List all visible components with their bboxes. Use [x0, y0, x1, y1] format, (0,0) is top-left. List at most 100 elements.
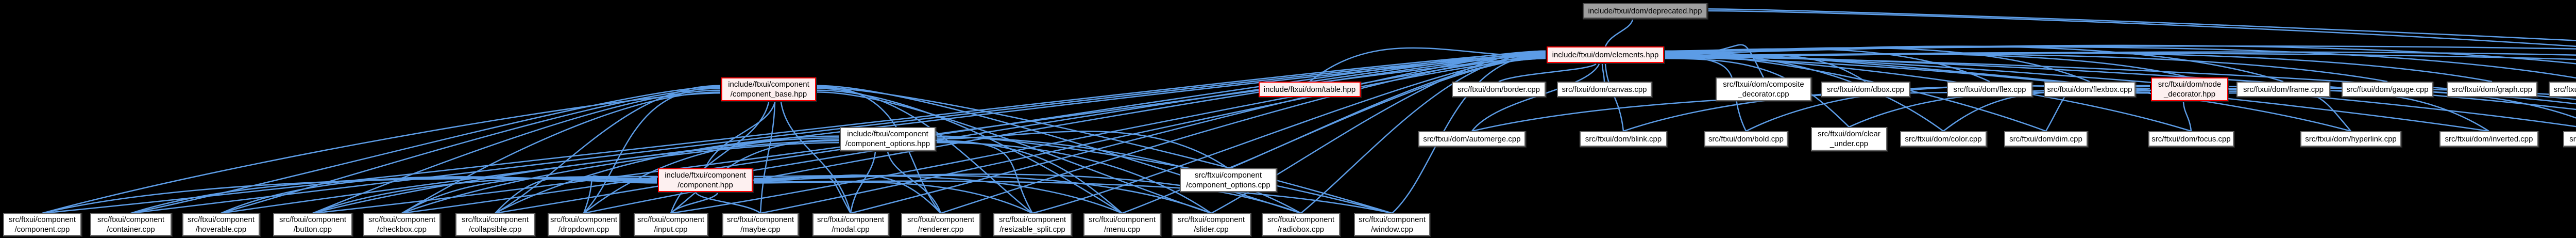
graph-node-color[interactable]: src/ftxui/dom/color.cpp: [1900, 131, 1987, 147]
graph-node-gauge[interactable]: src/ftxui/dom/gauge.cpp: [2342, 82, 2433, 97]
graph-node-ele[interactable]: include/ftxui/dom/elements.hpp: [1547, 46, 1664, 63]
graph-node-clearunder[interactable]: src/ftxui/dom/clear _under.cpp: [1811, 127, 1887, 151]
graph-node-dim[interactable]: src/ftxui/dom/dim.cpp: [2004, 131, 2088, 147]
graph-node-graph[interactable]: src/ftxui/dom/graph.cpp: [2447, 82, 2537, 97]
include-edge-scrollindicator-ele: [1665, 56, 2576, 100]
graph-node-c_renderer[interactable]: src/ftxui/component /renderer.cpp: [901, 213, 980, 236]
graph-node-label: src/ftxui/dom/graph.cpp: [2452, 85, 2532, 94]
include-edge-c_window-ele: [1392, 54, 1546, 214]
graph-node-label: src/ftxui/dom/flex.cpp: [1953, 85, 2026, 94]
graph-node-c_input[interactable]: src/ftxui/component /input.cpp: [634, 213, 708, 236]
include-edge-canvas-ele: [1601, 64, 1605, 82]
graph-node-c_checkbox[interactable]: src/ftxui/component /checkbox.cpp: [363, 213, 440, 236]
graph-node-c_slider[interactable]: src/ftxui/component /slider.cpp: [1172, 213, 1251, 236]
graph-node-chpp[interactable]: include/ftxui/component /component.hpp: [658, 168, 753, 192]
graph-node-label: src/ftxui/component /hoverable.cpp: [187, 215, 255, 234]
graph-node-hyperlink[interactable]: src/ftxui/dom/hyperlink.cpp: [2300, 131, 2401, 147]
graph-node-label: src/ftxui/component /radiobox.cpp: [1267, 215, 1335, 234]
include-edge-c_button-chpp: [312, 176, 657, 214]
graph-node-label: src/ftxui/dom/bold.cpp: [1708, 134, 1784, 144]
graph-node-label: src/ftxui/component /maybe.cpp: [726, 215, 794, 234]
graph-node-canvas[interactable]: src/ftxui/dom/canvas.cpp: [1557, 82, 1652, 97]
include-edge-hyperlink-ele: [1665, 57, 2351, 132]
graph-node-frame[interactable]: src/ftxui/dom/frame.cpp: [2236, 82, 2330, 97]
graph-node-label: src/ftxui/dom/canvas.cpp: [1562, 85, 1647, 94]
graph-node-bold[interactable]: src/ftxui/dom/bold.cpp: [1704, 131, 1788, 147]
graph-node-italic[interactable]: src/ftxui/dom/italic.cpp: [2563, 131, 2576, 147]
graph-node-label: src/ftxui/component /checkbox.cpp: [368, 215, 436, 234]
include-edge-c_renderer-copt: [887, 151, 942, 214]
graph-node-c_button[interactable]: src/ftxui/component /button.cpp: [273, 213, 352, 236]
graph-node-table[interactable]: include/ftxui/dom/table.hpp: [1259, 82, 1361, 97]
graph-node-composite[interactable]: src/ftxui/dom/composite _decorator.cpp: [1716, 77, 1811, 101]
graph-node-gridbox[interactable]: src/ftxui/dom/gridbox.cpp: [2549, 82, 2576, 97]
graph-node-label: include/ftxui/component /component.hpp: [665, 171, 746, 189]
graph-node-ndec[interactable]: src/ftxui/dom/node _decorator.hpp: [2151, 77, 2228, 101]
graph-node-automerge[interactable]: src/ftxui/dom/automerge.cpp: [1418, 131, 1526, 147]
include-edge-c_button-copt: [312, 140, 839, 214]
graph-node-c_collapsible[interactable]: src/ftxui/component /collapsible.cpp: [455, 213, 535, 236]
graph-node-dep[interactable]: include/ftxui/dom/deprecated.hpp: [1583, 3, 1707, 19]
include-edge-c_collapsible-copt: [495, 135, 839, 214]
graph-node-flexbox[interactable]: src/ftxui/dom/flexbox.cpp: [2044, 82, 2136, 97]
graph-node-label: src/ftxui/component /menu.cpp: [1088, 215, 1156, 234]
graph-node-label: src/ftxui/dom/flexbox.cpp: [2047, 85, 2132, 94]
include-edge-c_hoverable-cbase: [221, 87, 721, 214]
graph-node-c_component[interactable]: src/ftxui/component /component.cpp: [3, 213, 81, 236]
graph-node-inverted[interactable]: src/ftxui/dom/inverted.cpp: [2439, 131, 2538, 147]
include-edge-inverted-ele: [1665, 50, 2489, 132]
graph-node-label: src/ftxui/component /modal.cpp: [817, 215, 885, 234]
include-edge-c_slider-cbase: [817, 91, 1212, 214]
include-edge-c_container-chpp: [130, 177, 657, 214]
include-edge-c_slider-copt: [936, 141, 1212, 214]
include-edge-c_collapsible-ele: [495, 52, 1546, 214]
include-edge-lineargradient-ele: [1665, 54, 2576, 110]
include-edge-c_resizable-chpp: [753, 181, 1033, 214]
graph-node-blink[interactable]: src/ftxui/dom/blink.cpp: [1580, 131, 1667, 147]
include-edge-border-ele: [1498, 63, 1597, 83]
graph-node-dbox[interactable]: src/ftxui/dom/dbox.cpp: [1821, 82, 1910, 97]
graph-node-label: src/ftxui/dom/node _decorator.hpp: [2158, 80, 2222, 99]
graph-node-c_container[interactable]: src/ftxui/component /container.cpp: [90, 213, 172, 236]
graph-node-cbase[interactable]: include/ftxui/component /component_base.…: [721, 77, 816, 101]
graph-node-label: src/ftxui/component /window.cpp: [1358, 215, 1426, 234]
graph-node-flex[interactable]: src/ftxui/dom/flex.cpp: [1947, 82, 2032, 97]
include-edge-c_checkbox-ele: [401, 50, 1546, 214]
graph-node-label: src/ftxui/dom/border.cpp: [1457, 85, 1540, 94]
include-edge-c_modal-ele: [850, 51, 1546, 214]
graph-node-copt[interactable]: include/ftxui/component /component_optio…: [840, 127, 936, 151]
include-edge-c_slider-chpp: [753, 174, 1212, 214]
include-edge-ele-dep: [1604, 19, 1634, 47]
graph-node-c_menu[interactable]: src/ftxui/component /menu.cpp: [1083, 213, 1161, 236]
graph-node-border[interactable]: src/ftxui/dom/border.cpp: [1452, 82, 1546, 97]
graph-node-c_maybe[interactable]: src/ftxui/component /maybe.cpp: [722, 213, 799, 236]
include-edge-c_collapsible-chpp: [495, 176, 657, 214]
graph-node-label: src/ftxui/dom/gauge.cpp: [2346, 85, 2429, 94]
include-edge-c_dropdown-copt: [583, 137, 839, 214]
graph-node-label: src/ftxui/component /container.cpp: [97, 215, 165, 234]
graph-node-label: src/ftxui/dom/inverted.cpp: [2445, 134, 2533, 144]
graph-node-c_window[interactable]: src/ftxui/component /window.cpp: [1354, 213, 1430, 236]
graph-node-c_radiobox[interactable]: src/ftxui/component /radiobox.cpp: [1262, 213, 1340, 236]
graph-node-label: src/ftxui/component /component_options.c…: [1186, 171, 1270, 189]
graph-node-c_resizable[interactable]: src/ftxui/component /resizable_split.cpp: [993, 213, 1072, 236]
graph-node-c_hoverable[interactable]: src/ftxui/component /hoverable.cpp: [182, 213, 260, 236]
graph-node-coptcpp[interactable]: src/ftxui/component /component_options.c…: [1180, 168, 1277, 192]
include-edge-c_container-ele: [130, 53, 1546, 214]
graph-node-label: src/ftxui/component /input.cpp: [637, 215, 705, 234]
include-edge-chpp-cbase: [704, 102, 776, 169]
graph-node-c_dropdown[interactable]: src/ftxui/component /dropdown.cpp: [548, 213, 620, 236]
graph-node-focus[interactable]: src/ftxui/dom/focus.cpp: [2148, 131, 2234, 147]
include-edge-c_checkbox-copt: [401, 141, 839, 214]
include-edge-text-dep: [1708, 8, 2576, 41]
graph-node-label: src/ftxui/component /button.cpp: [279, 215, 347, 234]
include-edge-c_resizable-copt: [936, 140, 1033, 214]
include-edge-c_maybe-chpp: [696, 193, 761, 214]
graph-node-label: include/ftxui/dom/elements.hpp: [1552, 50, 1659, 59]
include-edge-c_input-copt: [670, 139, 839, 214]
graph-node-c_modal[interactable]: src/ftxui/component /modal.cpp: [812, 213, 889, 236]
include-edge-italic-ele: [1665, 52, 2576, 128]
graph-node-label: src/ftxui/dom/automerge.cpp: [1423, 134, 1521, 144]
graph-node-label: src/ftxui/dom/dbox.cpp: [1826, 85, 1905, 94]
graph-node-label: src/ftxui/component /component.cpp: [8, 215, 76, 234]
